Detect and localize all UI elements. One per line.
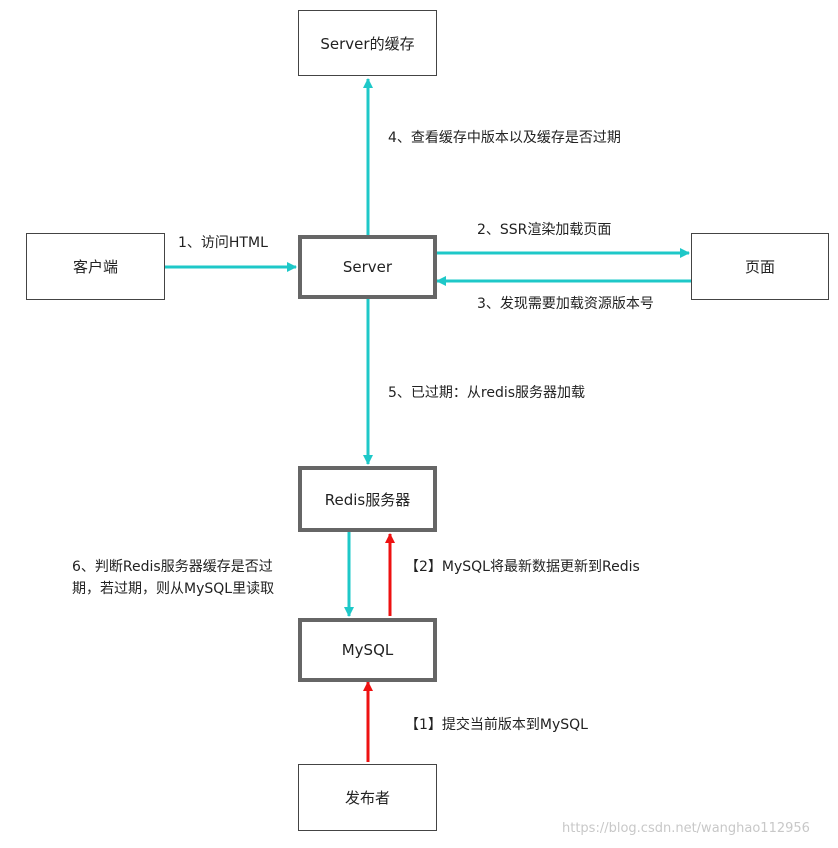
node-page: 页面 — [691, 233, 829, 300]
edge-label-5: 5、已过期：从redis服务器加载 — [388, 385, 586, 401]
node-client-label: 客户端 — [72, 258, 118, 276]
edge-label-r2: 【2】MySQL将最新数据更新到Redis — [405, 559, 640, 575]
node-client: 客户端 — [26, 233, 165, 300]
node-publisher-label: 发布者 — [344, 789, 390, 807]
node-redis: Redis服务器 — [298, 466, 437, 532]
edge-label-2: 2、SSR渲染加载页面 — [477, 222, 612, 238]
edge-label-1: 1、访问HTML — [178, 235, 268, 251]
node-publisher: 发布者 — [298, 764, 437, 831]
node-page-label: 页面 — [744, 258, 775, 276]
node-server-cache-label: Server的缓存 — [320, 34, 415, 53]
node-server-cache: Server的缓存 — [298, 10, 437, 76]
edge-label-r1: 【1】提交当前版本到MySQL — [405, 717, 588, 733]
node-server-label: Server — [342, 258, 393, 276]
edge-label-6-line1: 6、判断Redis服务器缓存是否过 — [72, 559, 273, 575]
edge-label-6-line2: 期，若过期，则从MySQL里读取 — [72, 581, 275, 597]
node-redis-label: Redis服务器 — [324, 490, 411, 509]
edge-label-4: 4、查看缓存中版本以及缓存是否过期 — [388, 130, 621, 146]
node-mysql-label: MySQL — [341, 641, 394, 659]
node-server: Server — [298, 235, 437, 299]
watermark: https://blog.csdn.net/wanghao112956 — [562, 821, 810, 836]
node-mysql: MySQL — [298, 618, 437, 682]
edge-label-3: 3、发现需要加载资源版本号 — [477, 296, 654, 312]
